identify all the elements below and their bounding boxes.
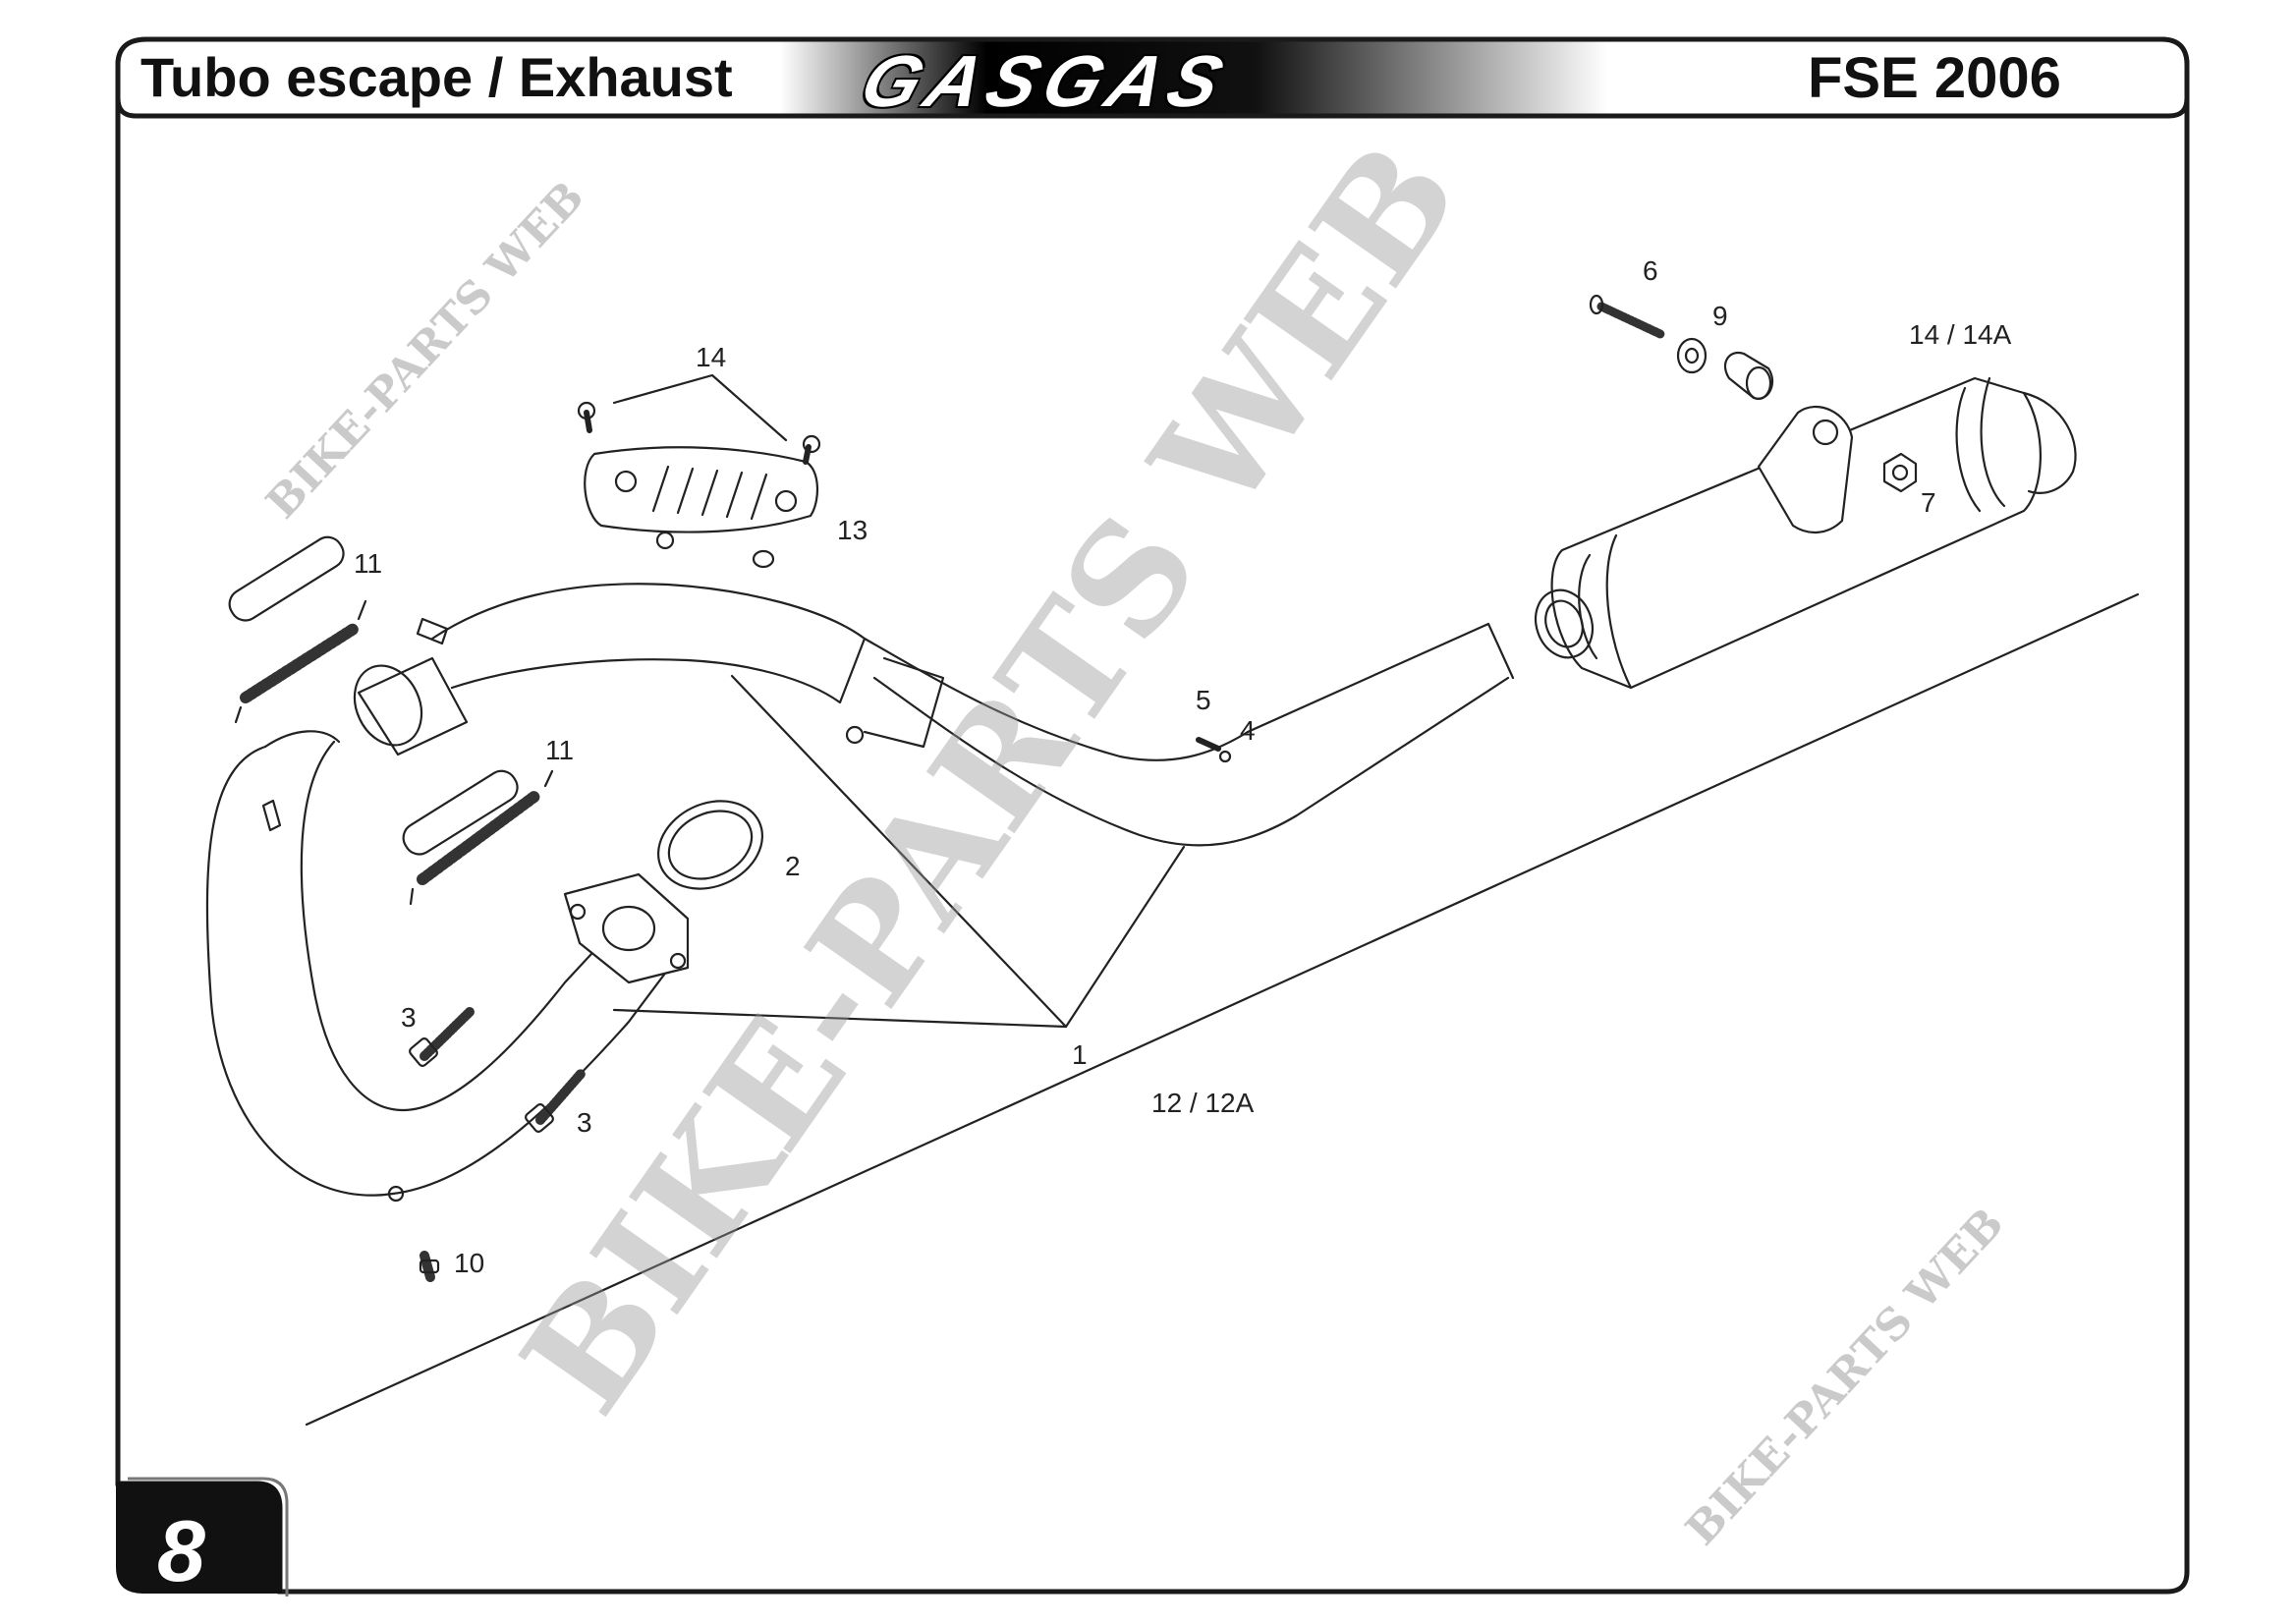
heat-shield [584,446,819,533]
spring-11a [240,623,360,703]
coupling [353,664,423,747]
spring-sleeve-11a [228,535,345,622]
mid-pipe [430,583,867,704]
brand-logo: GASGAS [851,40,1241,122]
model-label: FSE 2006 [1808,46,2061,110]
callout-13: 13 [837,515,868,545]
bolt-3b [535,1068,587,1125]
callout-3: 3 [577,1107,592,1138]
callout-10: 10 [454,1248,485,1278]
silencer-bracket [1757,405,1854,533]
callout-9: 9 [1712,301,1728,331]
callout-3: 3 [401,1002,417,1033]
silencer-inlet [1534,588,1595,659]
callout-12-12a: 12 / 12A [1151,1088,1255,1118]
callout-11: 11 [545,735,575,765]
page-number-tab [116,1482,282,1594]
callout-1: 1 [1072,1039,1088,1070]
header-pipe [205,745,690,1197]
leader-14 [612,373,788,442]
callout-2: 2 [785,851,801,881]
mount-9a [1676,337,1708,374]
callout-6: 6 [1643,255,1658,286]
axis-line [305,592,2140,1427]
callout-14: 14 [696,342,727,372]
callout-4: 4 [1240,715,1256,746]
header-flange [563,872,690,984]
bolt-6 [1596,302,1665,339]
spring-11b [417,790,541,885]
screw-14a [584,410,592,433]
silencer-body [1550,376,2042,690]
screw-14b [803,444,812,465]
page-title: Tubo escape / Exhaust [140,46,733,108]
callout-7: 7 [1921,487,1936,518]
callout-11: 11 [354,548,383,579]
gasket [656,800,764,890]
callout-5: 5 [1196,685,1211,715]
bolt-3a [420,1007,475,1061]
bolt-10 [420,1251,435,1282]
header-band [115,36,2190,119]
bolt-4 [1196,737,1221,752]
mount-9b [1745,365,1772,401]
nut-7 [1882,452,1918,493]
callout-14-14a: 14 / 14A [1909,319,2012,350]
page-number: 8 [157,1502,205,1599]
spring-sleeve-11b [402,769,519,856]
